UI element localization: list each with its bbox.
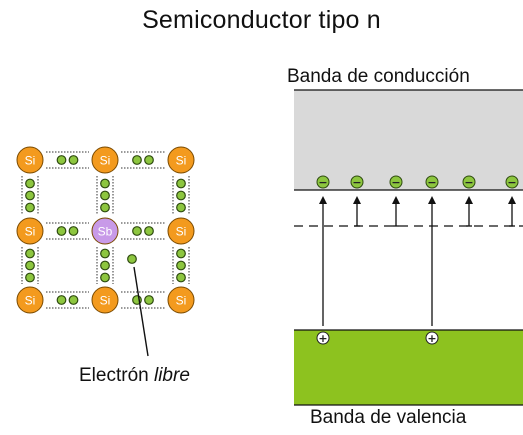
silicon-atom [91,146,119,174]
valence-electron [25,260,35,271]
valence-electron [68,226,79,236]
silicon-symbol: Si [100,293,111,307]
free-electron [127,254,137,264]
valence-electron [100,248,110,259]
conduction-band-label: Banda de conducción [287,66,470,87]
hole-sign: + [427,332,436,345]
silicon-atom [16,286,44,314]
silicon-symbol: Si [100,153,111,167]
silicon-atom [16,217,44,245]
valence-electron [100,190,110,201]
silicon-symbol: Si [176,153,187,167]
valence-electron [68,295,79,305]
conduction-band [294,90,523,190]
valence-electron [176,190,186,201]
valence-electron [176,248,186,259]
conduction-electron [316,175,330,189]
silicon-symbol: Si [25,293,36,307]
electron-sign: − [318,176,327,189]
energy-band-diagram: − − − − − − + + [294,89,523,406]
valence-electron [25,272,35,283]
conduction-electron [389,175,403,189]
free-electron-label-main: Electrón [79,365,149,386]
antimony-symbol: Sb [98,224,113,238]
hole [316,331,330,345]
valence-electron [144,295,154,305]
valence-electron [68,155,79,165]
silicon-symbol: Si [176,224,187,238]
valence-electron [25,248,35,259]
silicon-symbol: Si [25,224,36,238]
silicon-symbol: Si [176,293,187,307]
electron-sign: − [507,176,516,189]
silicon-atom [91,286,119,314]
valence-electron [132,226,142,236]
valence-electron [56,226,67,236]
valence-band-label: Banda de valencia [310,407,467,428]
silicon-atom [167,217,195,245]
valence-electron [100,272,110,283]
valence-electron [56,295,67,305]
free-electron-pointer [133,266,149,357]
silicon-atom [167,286,195,314]
valence-electron [100,260,110,271]
silicon-atom [16,146,44,174]
conduction-electron [462,175,476,189]
silicon-atom [167,146,195,174]
valence-electron [144,155,154,165]
silicon-symbol: Si [25,153,36,167]
valence-electron [176,178,186,189]
valence-electron [176,260,186,271]
valence-electron [56,155,67,165]
valence-electron [176,202,186,213]
conduction-electron [425,175,439,189]
valence-band [294,330,523,405]
valence-electron [100,202,110,213]
hole-sign: + [318,332,327,345]
conduction-electron [505,175,519,189]
free-electron-label-italic: libre [153,365,190,386]
electron-sign: − [352,176,361,189]
valence-electron [132,155,142,165]
electron-sign: − [464,176,473,189]
antimony-atom [91,217,119,245]
free-electron-label: Electrón libre [79,365,190,387]
valence-electron [100,178,110,189]
valence-electron [176,272,186,283]
diagram-title: Semiconductor tipo n [142,6,381,34]
valence-electron [25,178,35,189]
conduction-electron [350,175,364,189]
electron-sign: − [427,176,436,189]
electron-sign: − [391,176,400,189]
valence-electron [25,202,35,213]
hole [425,331,439,345]
valence-electron [144,226,154,236]
valence-electron [25,190,35,201]
